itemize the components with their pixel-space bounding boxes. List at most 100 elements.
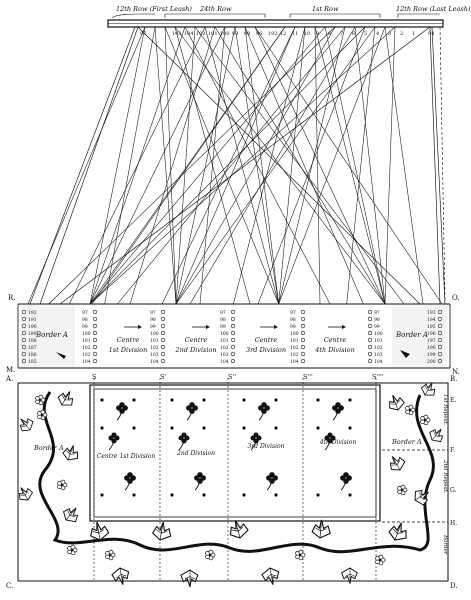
- dot-motif: [242, 493, 246, 497]
- vine-flower: [375, 554, 386, 566]
- petal: [340, 475, 346, 481]
- hook-number: 2: [400, 31, 403, 37]
- hook-number: 10: [304, 31, 310, 37]
- vine-petal: [298, 549, 304, 555]
- split-label: S'''': [372, 373, 384, 381]
- flower-motif: [332, 402, 344, 421]
- hole-number: 101: [82, 338, 91, 344]
- board-hole: [92, 330, 98, 336]
- leaf-shape: [57, 391, 74, 406]
- harness-cord: [384, 26, 424, 305]
- harness-cord: [89, 26, 286, 305]
- stem: [340, 481, 347, 491]
- board-hole: [92, 316, 98, 322]
- leaf-shape: [311, 519, 331, 539]
- leaf-vein: [65, 509, 76, 521]
- vine-petal: [40, 409, 46, 415]
- repeat-label-1: 1st Repeat.: [442, 394, 448, 426]
- leaf-shape: [19, 418, 34, 432]
- board-border-a-left: Border A: [35, 331, 68, 339]
- hook-number: 102: [196, 31, 206, 37]
- stem: [178, 440, 185, 451]
- harness-cord-dashed: [439, 26, 446, 301]
- board-hole: [160, 330, 166, 336]
- stem: [108, 440, 115, 451]
- row12-first-label: 12th Row (First Leash): [116, 5, 192, 13]
- hole-number: 185: [28, 359, 37, 365]
- flower-motif: [186, 402, 198, 421]
- harness-cord: [324, 26, 386, 305]
- board-hole: [437, 309, 443, 315]
- board-hole: [300, 330, 306, 336]
- division-label: 1st Division: [109, 346, 148, 354]
- flower-motif: [178, 432, 190, 451]
- hole-number: 102: [290, 345, 299, 351]
- dot-motif: [170, 398, 174, 402]
- dot-motif: [132, 398, 136, 402]
- hole-number: 98: [290, 317, 296, 323]
- board-corner-o: O.: [452, 294, 460, 302]
- board-hole: [230, 351, 236, 357]
- board-hole: [437, 316, 443, 322]
- vine-flower-centre: [424, 419, 426, 421]
- harness-cord: [254, 26, 386, 305]
- harness-cord: [175, 26, 376, 305]
- board-hole: [300, 351, 306, 357]
- leaf: [311, 519, 331, 539]
- harness-cord: [117, 26, 346, 305]
- board-hole: [92, 309, 98, 315]
- leaf: [389, 456, 406, 471]
- hole-number: 103: [150, 352, 159, 358]
- dot-motif: [348, 493, 352, 497]
- petal: [116, 405, 122, 411]
- dot-motif: [100, 493, 104, 497]
- hole-number: 103: [374, 352, 383, 358]
- board-hole: [21, 358, 27, 364]
- hole-number: 103: [220, 352, 229, 358]
- harness-cord: [257, 26, 366, 305]
- dot-motif: [274, 398, 278, 402]
- leaf: [18, 487, 34, 501]
- harness-cord: [175, 26, 196, 305]
- leaf-shape: [62, 507, 79, 523]
- flower-motif: [340, 472, 352, 491]
- hole-number: 97: [150, 310, 156, 316]
- design-corner-b: B.: [450, 375, 457, 383]
- board-hole: [300, 309, 306, 315]
- board-hole: [437, 358, 443, 364]
- leaf: [19, 418, 34, 432]
- harness-cord: [244, 26, 279, 305]
- harness-cords: [27, 26, 446, 305]
- board-hole: [92, 344, 98, 350]
- vine-flower: [37, 409, 48, 421]
- board-hole: [437, 344, 443, 350]
- harness-cord: [89, 26, 186, 305]
- dot-motif: [132, 426, 136, 430]
- board-hole: [300, 337, 306, 343]
- harness-cord: [346, 26, 376, 305]
- harness-cord: [384, 26, 396, 305]
- hole-number: 98: [220, 317, 226, 323]
- vine-petal: [423, 414, 429, 420]
- hole-number: 100: [290, 331, 299, 337]
- harness-cord: [431, 26, 446, 305]
- board-hole: [21, 344, 27, 350]
- leaf-vein: [345, 568, 355, 582]
- board-hole: [21, 316, 27, 322]
- leaf-shape: [389, 456, 406, 471]
- leaf-shape: [414, 489, 429, 506]
- stem: [250, 440, 257, 451]
- leaf-vein: [21, 420, 31, 431]
- harness-cord: [244, 26, 364, 305]
- board-corner-r: R.: [8, 294, 16, 302]
- dot-motif: [170, 493, 174, 497]
- hole-number: 200: [427, 359, 436, 365]
- hole-number: 187: [28, 345, 37, 351]
- board-hole: [160, 316, 166, 322]
- board-hole: [21, 323, 27, 329]
- harness-cord: [175, 26, 236, 305]
- side-letter: E.: [450, 397, 456, 404]
- hole-number: 104: [290, 359, 299, 365]
